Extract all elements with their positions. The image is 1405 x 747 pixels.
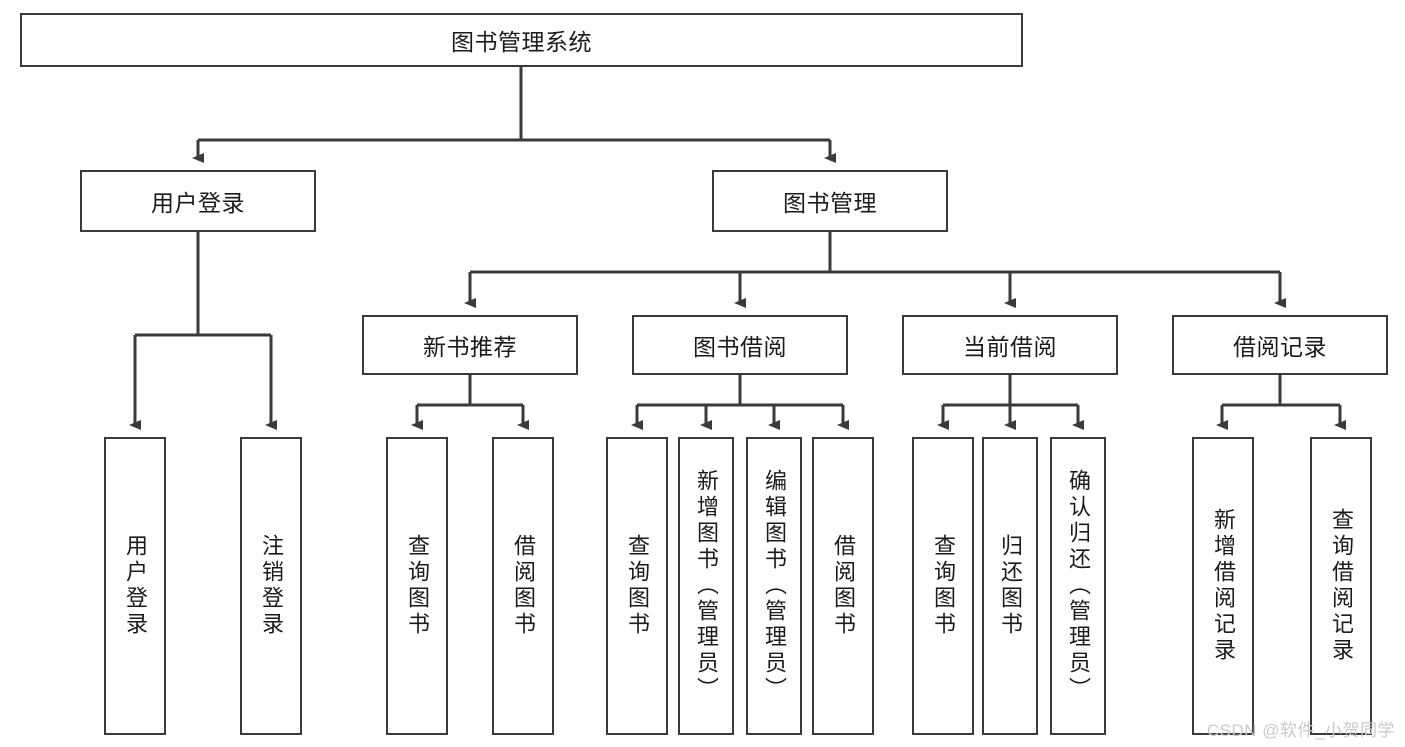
- node-current-borrow-label: 当前借阅: [963, 334, 1057, 360]
- leaf-book-borrow-4[interactable]: 借阅图书: [812, 437, 874, 735]
- leaf-current-borrow-2[interactable]: 归还图书: [982, 437, 1038, 735]
- leaf-borrow-record-2-label: 查询借阅记录: [1329, 508, 1354, 664]
- leaf-current-borrow-2-label: 归还图书: [998, 534, 1023, 638]
- leaf-new-book-2-label: 借阅图书: [511, 534, 536, 638]
- leaf-current-borrow-3[interactable]: 确认归还（管理员）: [1050, 437, 1106, 735]
- leaf-current-borrow-1-label: 查询图书: [931, 534, 956, 638]
- leaf-book-borrow-1-label: 查询图书: [625, 534, 650, 638]
- node-new-book-recommend[interactable]: 新书推荐: [362, 315, 578, 375]
- node-book-management-label: 图书管理: [783, 190, 877, 216]
- node-book-borrow-label: 图书借阅: [693, 334, 787, 360]
- leaf-current-borrow-3-label: 确认归还（管理员）: [1066, 469, 1091, 703]
- leaf-book-borrow-3[interactable]: 编辑图书（管理员）: [746, 437, 802, 735]
- leaf-borrow-record-2[interactable]: 查询借阅记录: [1310, 437, 1372, 735]
- node-current-borrow[interactable]: 当前借阅: [902, 315, 1118, 375]
- leaf-new-book-2[interactable]: 借阅图书: [492, 437, 554, 735]
- leaf-book-borrow-3-label: 编辑图书（管理员）: [762, 469, 787, 703]
- leaf-book-borrow-2[interactable]: 新增图书（管理员）: [678, 437, 734, 735]
- leaf-user-login-1-label: 用户登录: [123, 534, 148, 638]
- leaf-book-borrow-4-label: 借阅图书: [831, 534, 856, 638]
- node-book-borrow[interactable]: 图书借阅: [632, 315, 848, 375]
- leaf-user-login-2-label: 注销登录: [259, 534, 284, 638]
- leaf-user-login-2[interactable]: 注销登录: [240, 437, 302, 735]
- leaf-user-login-1[interactable]: 用户登录: [104, 437, 166, 735]
- node-root[interactable]: 图书管理系统: [20, 13, 1023, 67]
- leaf-new-book-1-label: 查询图书: [405, 534, 430, 638]
- leaf-borrow-record-1-label: 新增借阅记录: [1211, 508, 1236, 664]
- watermark-text: CSDN @软件_小贺同学: [1206, 721, 1395, 740]
- leaf-book-borrow-2-label: 新增图书（管理员）: [694, 469, 719, 703]
- node-borrow-record[interactable]: 借阅记录: [1172, 315, 1388, 375]
- node-borrow-record-label: 借阅记录: [1233, 334, 1327, 360]
- leaf-borrow-record-1[interactable]: 新增借阅记录: [1192, 437, 1254, 735]
- leaf-new-book-1[interactable]: 查询图书: [386, 437, 448, 735]
- node-root-label: 图书管理系统: [451, 29, 592, 55]
- leaf-book-borrow-1[interactable]: 查询图书: [606, 437, 668, 735]
- node-book-management[interactable]: 图书管理: [712, 170, 948, 232]
- node-user-login[interactable]: 用户登录: [80, 170, 316, 232]
- leaf-current-borrow-1[interactable]: 查询图书: [912, 437, 974, 735]
- node-new-book-recommend-label: 新书推荐: [423, 334, 517, 360]
- node-user-login-label: 用户登录: [151, 190, 245, 216]
